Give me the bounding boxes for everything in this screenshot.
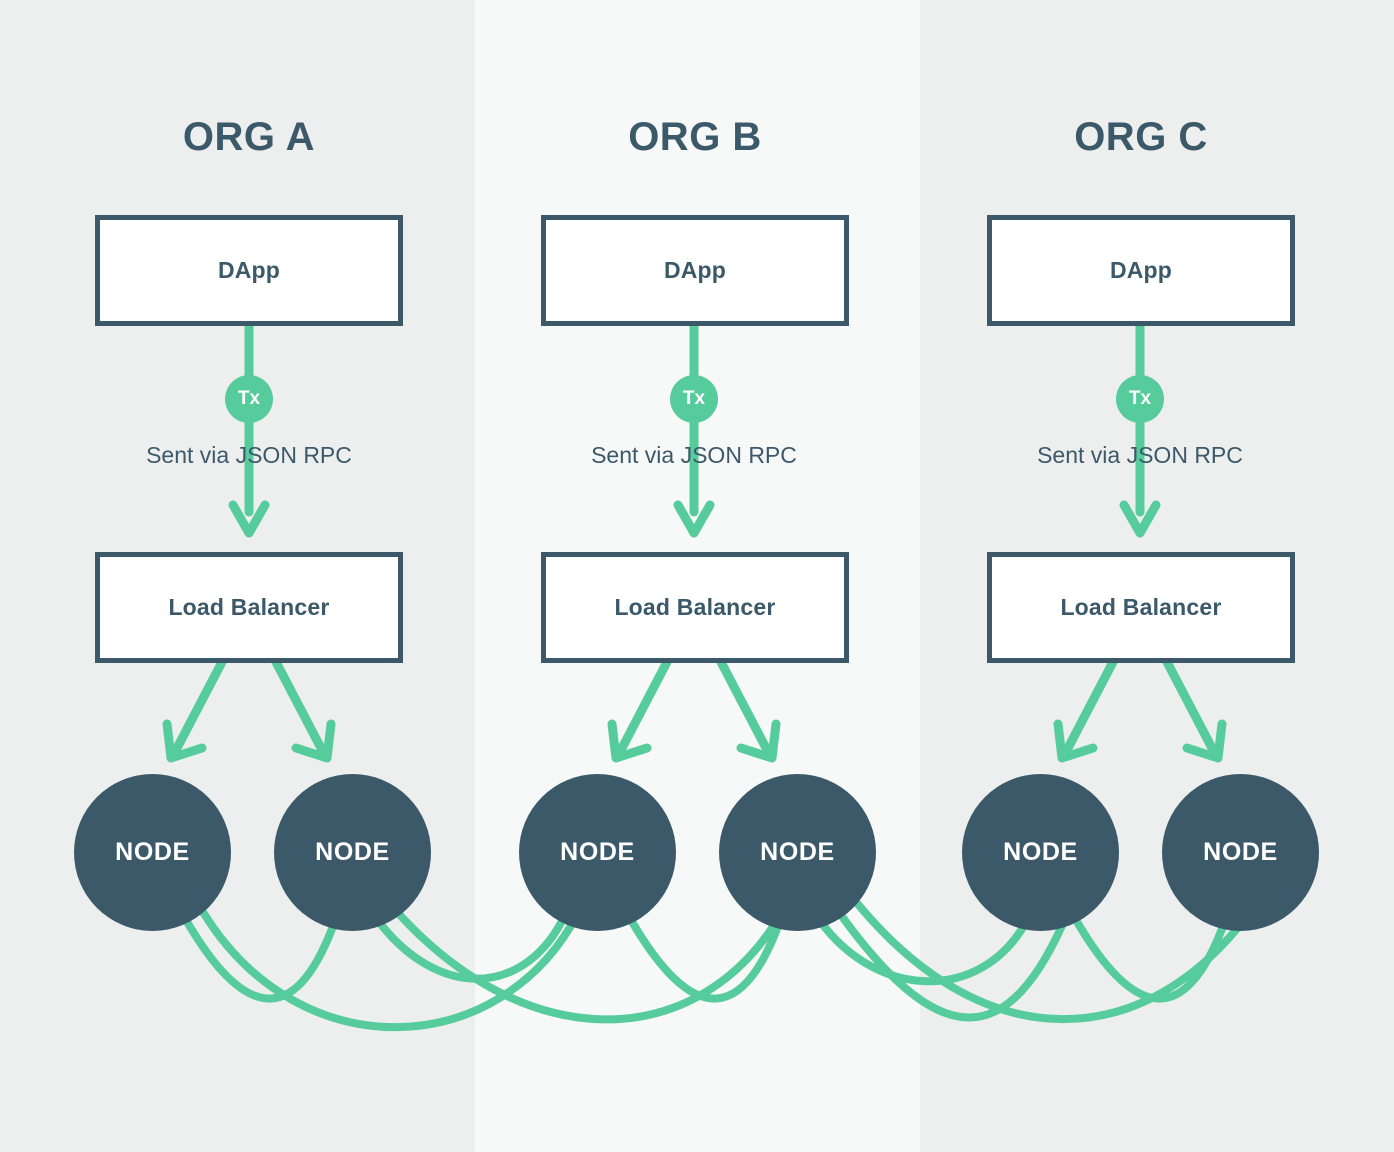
org-c-dapp-label: DApp — [1109, 257, 1173, 283]
org-a-node-1[interactable]: NODE — [74, 774, 231, 931]
org-b-load-balancer-label: Load Balancer — [614, 594, 776, 620]
org-b-node-1[interactable]: NODE — [519, 774, 676, 931]
org-c-node-1-label: NODE — [1003, 838, 1078, 866]
org-a-tx-badge[interactable]: Tx — [225, 375, 273, 423]
org-b-tx-label: Tx — [682, 388, 706, 409]
org-c-node-2[interactable]: NODE — [1162, 774, 1319, 931]
org-a-tx-label: Tx — [237, 388, 261, 409]
org-c-node-2-label: NODE — [1203, 838, 1278, 866]
org-b-node-2-label: NODE — [760, 838, 835, 866]
org-a-node-2[interactable]: NODE — [274, 774, 431, 931]
org-b-node-1-label: NODE — [560, 838, 635, 866]
org-b-tx-badge[interactable]: Tx — [670, 375, 718, 423]
org-c-load-balancer-label: Load Balancer — [1060, 594, 1222, 620]
org-c-rpc-label: Sent via JSON RPC — [1037, 442, 1243, 468]
org-b-load-balancer-box[interactable]: Load Balancer — [541, 552, 849, 663]
org-a-rpc-label: Sent via JSON RPC — [146, 442, 352, 468]
org-a-node-1-label: NODE — [115, 838, 190, 866]
org-a-dapp-label: DApp — [217, 257, 281, 283]
org-b-dapp-label: DApp — [663, 257, 727, 283]
org-a-dapp-box[interactable]: DApp — [95, 215, 403, 326]
org-b-title: ORG B — [628, 115, 762, 159]
org-a-node-2-label: NODE — [315, 838, 390, 866]
org-c-title: ORG C — [1074, 115, 1208, 159]
org-b-rpc-label: Sent via JSON RPC — [591, 442, 797, 468]
org-c-tx-label: Tx — [1128, 388, 1152, 409]
org-c-load-balancer-box[interactable]: Load Balancer — [987, 552, 1295, 663]
org-c-tx-badge[interactable]: Tx — [1116, 375, 1164, 423]
org-c-dapp-box[interactable]: DApp — [987, 215, 1295, 326]
org-b-node-2[interactable]: NODE — [719, 774, 876, 931]
org-a-title: ORG A — [182, 115, 316, 159]
org-b-dapp-box[interactable]: DApp — [541, 215, 849, 326]
org-a-load-balancer-label: Load Balancer — [168, 594, 330, 620]
org-c-node-1[interactable]: NODE — [962, 774, 1119, 931]
org-a-load-balancer-box[interactable]: Load Balancer — [95, 552, 403, 663]
